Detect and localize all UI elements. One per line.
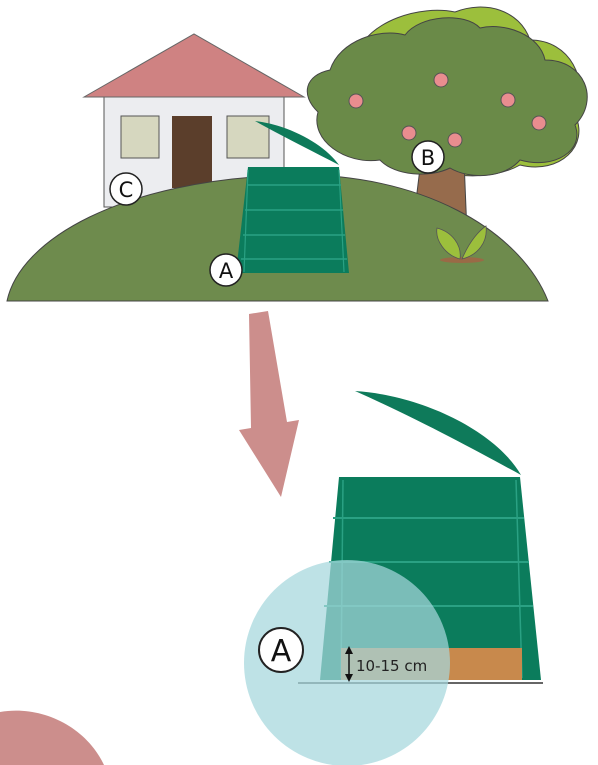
compost-bin-large-lid [355, 391, 521, 475]
house-door [172, 116, 212, 188]
fruit [531, 115, 547, 131]
zoom-circle [244, 560, 450, 765]
seedling-leaf-left [436, 227, 461, 260]
marker-a-label: A [219, 259, 234, 283]
marker-b: B [411, 140, 445, 174]
compost-bin-large-line [515, 479, 523, 679]
compost-bin-lid [255, 121, 339, 165]
measurement-label: 10-15 cm [356, 657, 427, 675]
fruit [433, 72, 449, 88]
marker-a: A [209, 253, 243, 287]
seedling-soil [440, 257, 484, 263]
fruit [447, 132, 463, 148]
marker-c: C [109, 172, 143, 206]
compost-bin-line [243, 169, 249, 273]
fruit [401, 125, 417, 141]
marker-b-label: B [421, 146, 435, 170]
compost-bin-line [338, 169, 345, 273]
partial-circle [0, 710, 104, 765]
zoom-scene: 10-15 cm A [244, 391, 543, 765]
down-arrow-icon [239, 311, 299, 497]
house [82, 33, 306, 208]
tree-canopy [306, 17, 588, 177]
house-window-left [120, 115, 160, 159]
marker-c-label: C [119, 178, 134, 202]
compost-bin-body [236, 167, 349, 273]
fruit [348, 93, 364, 109]
seedling-leaf-right [461, 225, 487, 260]
vertical-double-arrow-icon [345, 646, 353, 682]
marker-a-zoom-label: A [271, 634, 292, 669]
garden-scene: A B C [6, 6, 588, 302]
seedling [436, 225, 487, 263]
fruit [500, 92, 516, 108]
compost-bin-small [236, 121, 349, 273]
house-roof [82, 33, 306, 98]
marker-a-zoom: A [258, 627, 304, 673]
